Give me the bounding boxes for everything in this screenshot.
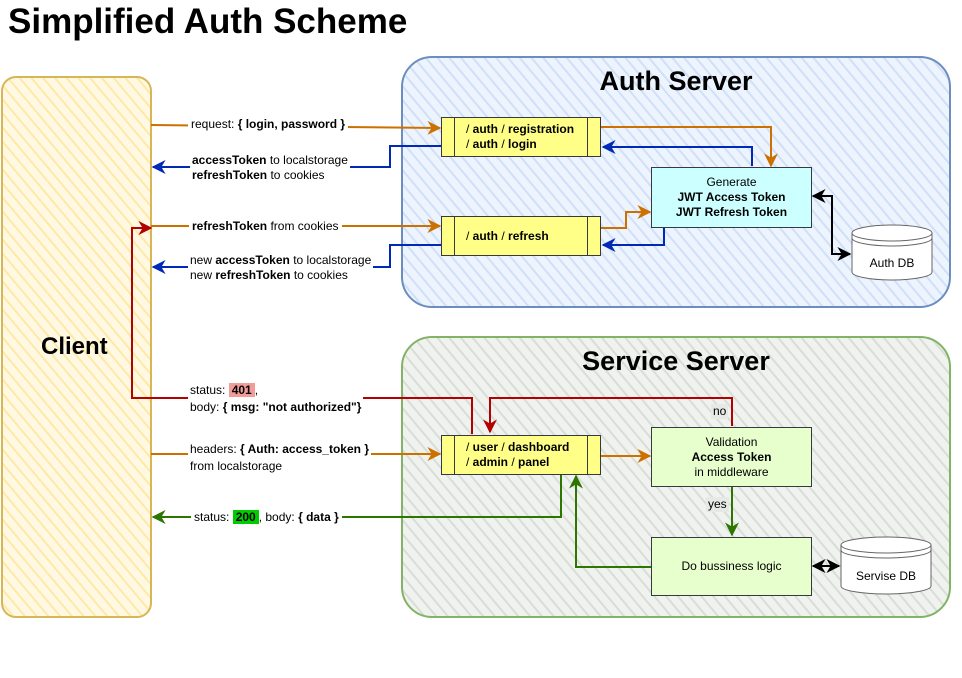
status-200-badge: 200 — [232, 510, 259, 524]
status-401-badge: 401 — [228, 383, 255, 397]
edge-logic-to-routes — [569, 474, 651, 568]
label-unauthorized: status: 401, body: { msg: "not authorize… — [188, 382, 364, 416]
generate-jwt-node: Generate JWT Access Token JWT Refresh To… — [651, 167, 812, 228]
edge-login-to-generate — [601, 126, 778, 168]
edge-unauthorized-response — [131, 221, 473, 434]
diagram-title: Simplified Auth Scheme — [8, 2, 408, 41]
auth-server-title: Auth Server — [599, 66, 753, 96]
generate-line-2: JWT Access Token — [677, 190, 786, 204]
client-container — [1, 76, 152, 618]
auth-registration-login-node: / auth / registration / auth / login — [441, 117, 601, 157]
auth-db-cylinder — [851, 224, 933, 281]
client-label: Client — [41, 333, 108, 360]
service-server-title: Service Server — [582, 346, 770, 376]
validation-node: Validation Access Token in middleware — [651, 427, 812, 487]
auth-db-label: Auth DB — [869, 256, 915, 270]
label-refresh-request: refreshToken from cookies — [189, 219, 342, 234]
edge-generate-to-login — [601, 140, 753, 166]
service-routes-node: / user / dashboard / admin / panel — [441, 435, 601, 475]
edge-validation-no — [483, 397, 733, 434]
business-logic-node: Do bussiness logic — [651, 537, 812, 596]
service-db-cylinder — [840, 536, 932, 595]
label-headers: headers: { Auth: access_token } from loc… — [188, 441, 371, 475]
label-new-tokens: new accessToken to localstorage new refr… — [188, 253, 374, 283]
edge-generate-to-refresh — [601, 228, 665, 252]
validation-line-3: in middleware — [694, 464, 769, 479]
service-db-label: Servise DB — [855, 569, 917, 583]
edge-refresh-to-generate — [601, 205, 652, 229]
label-tokens-response: accessToken to localstorage refreshToken… — [190, 153, 350, 183]
route-dashboard-line: / user / dashboard — [466, 440, 570, 454]
edge-generate-authdb — [811, 189, 852, 261]
route-admin-line: / admin / panel — [466, 455, 550, 469]
validation-line-1: Validation — [705, 434, 758, 449]
route-registration-line: / auth / registration — [466, 122, 575, 136]
edge-label-yes: yes — [706, 497, 729, 512]
auth-refresh-node: / auth / refresh — [441, 216, 601, 256]
edge-label-no: no — [711, 404, 729, 419]
label-success: status: 200, body: { data } — [191, 509, 342, 526]
route-login-line: / auth / login — [466, 137, 537, 151]
generate-line-1: Generate — [706, 175, 757, 189]
validation-line-2: Access Token — [691, 449, 772, 464]
route-refresh-line: / auth / refresh — [466, 228, 549, 243]
generate-line-3: JWT Refresh Token — [675, 205, 788, 219]
label-request-credentials: request: { login, password } — [188, 117, 349, 132]
